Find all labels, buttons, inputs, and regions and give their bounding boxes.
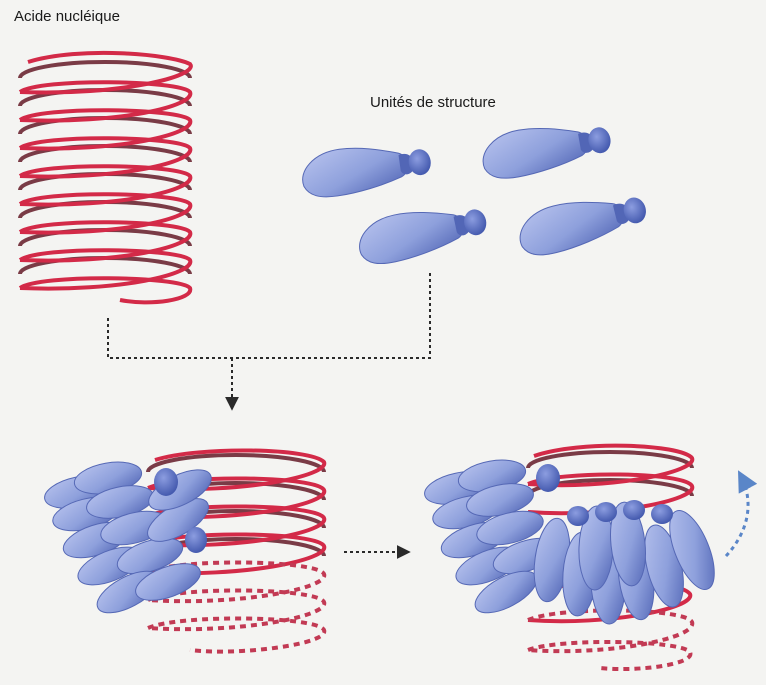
partial-assembly [42,450,325,651]
structure-unit [479,115,615,183]
structure-unit [299,137,434,201]
structure-units-label: Unités de structure [370,94,496,111]
complete-assembly [422,446,748,669]
merge-connector [108,272,430,408]
structure-units [299,115,651,269]
bound-subunits [42,457,218,621]
nucleic-acid-helix [20,53,191,302]
rotation-arrow-icon [726,474,748,556]
nucleic-acid-label: Acide nucléique [14,8,120,25]
structure-unit [354,197,490,269]
structure-unit [514,184,651,260]
